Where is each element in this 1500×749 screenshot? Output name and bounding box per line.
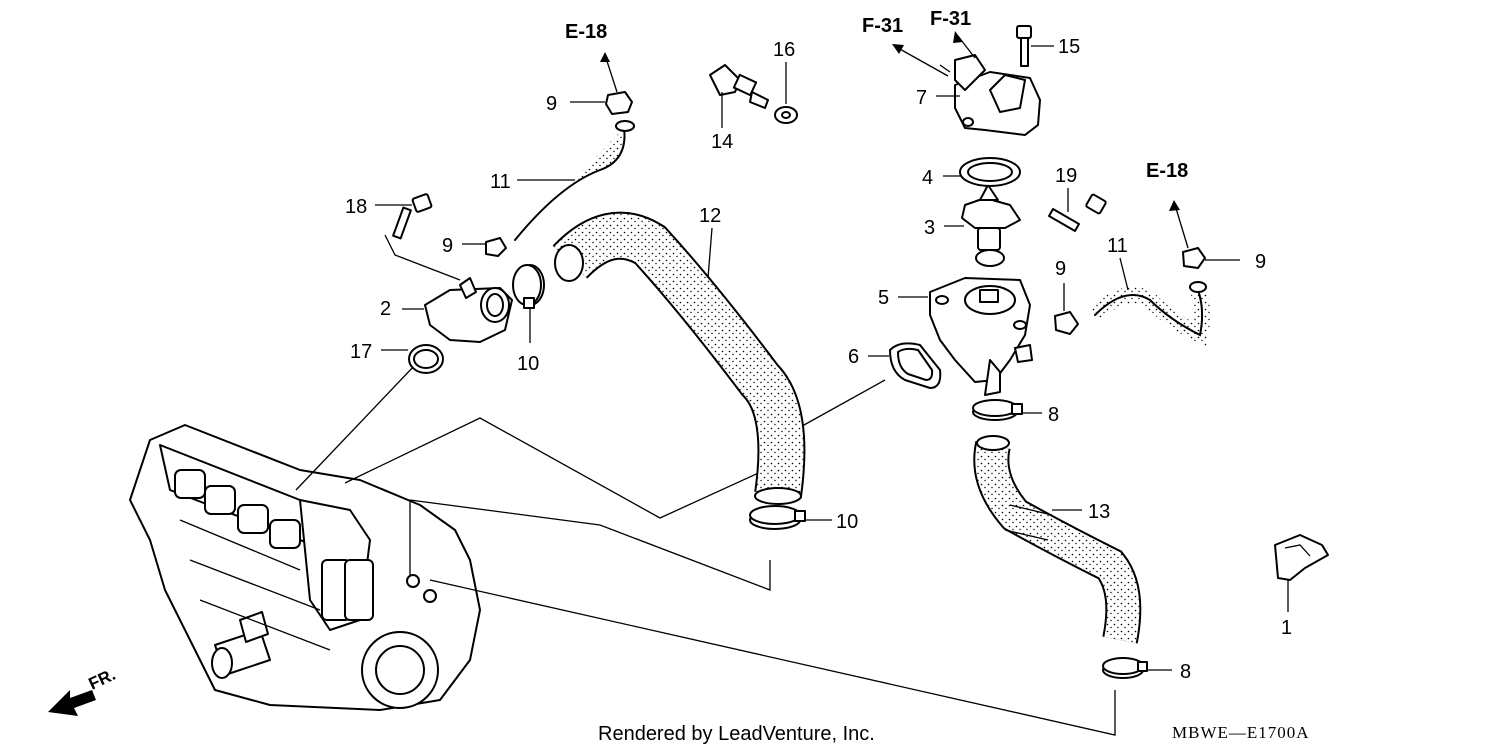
large-hose-part-12 — [552, 211, 806, 505]
water-outlet-part-2 — [402, 277, 513, 343]
callout-9-b: 9 — [442, 235, 453, 257]
small-hose-part-11-right — [1089, 257, 1211, 347]
bolt-part-15 — [1016, 25, 1054, 67]
gasket-part-6 — [868, 342, 942, 389]
callout-2: 2 — [380, 298, 391, 320]
small-clamp-part-9-c — [1054, 283, 1079, 335]
callout-10-upper: 10 — [517, 353, 539, 375]
callout-9-d: 9 — [1255, 251, 1266, 273]
small-clamp-part-9-b — [462, 237, 507, 257]
render-credit: Rendered by LeadVenture, Inc. — [598, 723, 875, 745]
callout-11-right: 11 — [1107, 235, 1128, 257]
callout-7: 7 — [916, 87, 927, 109]
small-hose-part-11-left — [514, 120, 635, 241]
o-ring-part-4 — [943, 157, 1021, 187]
front-label: FR. — [86, 665, 119, 694]
callout-13: 13 — [1088, 501, 1110, 523]
assembly-lines — [295, 234, 1116, 736]
hose-clamp-part-10-upper — [512, 264, 545, 343]
callout-8-lower: 8 — [1180, 661, 1191, 683]
callout-4: 4 — [922, 167, 933, 189]
callout-15: 15 — [1058, 36, 1080, 58]
callout-1: 1 — [1281, 617, 1292, 639]
callout-18: 18 — [345, 196, 367, 218]
o-ring-part-17 — [381, 344, 444, 374]
callout-3: 3 — [924, 217, 935, 239]
clip-part-1 — [1274, 534, 1329, 612]
callout-17: 17 — [350, 341, 372, 363]
front-arrow-icon: FR. — [48, 665, 119, 716]
engine-block — [129, 424, 481, 711]
outlet-cover-part-7 — [936, 54, 1041, 136]
callout-5: 5 — [878, 287, 889, 309]
callout-10-lower: 10 — [836, 511, 858, 533]
callout-16: 16 — [773, 39, 795, 61]
washer-part-16 — [774, 62, 798, 124]
hose-clamp-part-8-upper — [972, 399, 1042, 421]
diagram-code: MBWE—E1700A — [1172, 723, 1310, 742]
ref-f31-b: F-31 — [930, 8, 971, 30]
callout-12: 12 — [699, 205, 721, 227]
hose-clamp-part-8-lower — [1102, 657, 1172, 679]
small-clamp-part-9-a — [570, 52, 633, 115]
thermostat-housing-part-5 — [898, 277, 1033, 396]
sensor-part-14 — [709, 64, 769, 128]
callout-14: 14 — [711, 131, 733, 153]
ref-e18-right: E-18 — [1146, 160, 1188, 182]
callout-19: 19 — [1055, 165, 1077, 187]
ref-e18-left: E-18 — [565, 21, 607, 43]
bolt-part-18 — [375, 193, 433, 240]
callout-8-upper: 8 — [1048, 404, 1059, 426]
thermostat-part-3 — [944, 184, 1021, 267]
callout-9-c: 9 — [1055, 258, 1066, 280]
callout-9-a: 9 — [546, 93, 557, 115]
hose-clamp-part-10-lower — [749, 505, 832, 530]
ref-f31-a: F-31 — [862, 15, 903, 37]
callout-6: 6 — [848, 346, 859, 368]
callout-11-left: 11 — [490, 171, 511, 193]
small-clamp-part-9-d — [1169, 200, 1240, 269]
bolt-part-19 — [1048, 188, 1107, 232]
lower-hose-part-13 — [973, 435, 1142, 644]
ref-arrows-f31 — [892, 31, 976, 77]
